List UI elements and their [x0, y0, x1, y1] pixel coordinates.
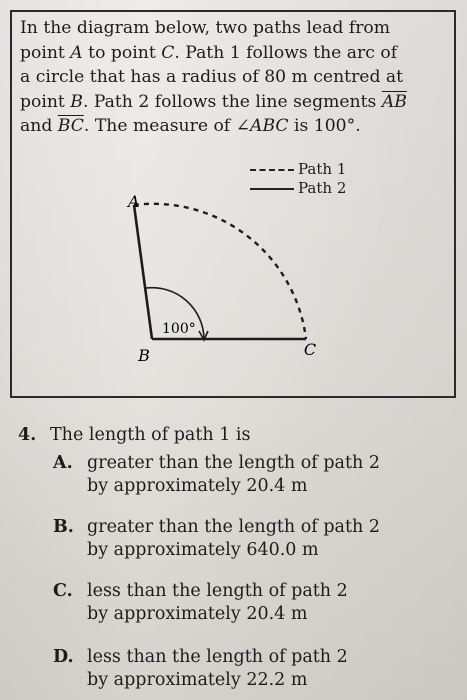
question-number: 4. [18, 425, 37, 445]
segment-bc: BC [57, 116, 84, 136]
arc-path-1 [133, 202, 308, 340]
label-a: A [126, 192, 140, 211]
segment-ba-line [132, 204, 154, 340]
angle-arc [145, 286, 205, 340]
question-stem: The length of path 1 is [50, 425, 251, 445]
diagram-box [10, 10, 456, 398]
option-letter: B. [53, 517, 74, 537]
option-text: greater than the length of path 2 by app… [87, 517, 380, 560]
intro-line-2: point A to point C. Path 1 follows the a… [20, 42, 398, 63]
angle-arrowhead [198, 330, 209, 342]
legend-path-2-label: Path 2 [298, 179, 347, 197]
intro-line-3: a circle that has a radius of 80 m centr… [20, 67, 404, 87]
legend-path-1: Path 1 [250, 160, 346, 179]
legend-path-1-label: Path 1 [298, 160, 347, 178]
solid-line-swatch [250, 187, 294, 190]
option-letter: A. [53, 453, 73, 473]
intro-line-4: point B. Path 2 follows the line segment… [20, 91, 407, 112]
label-c: C [304, 340, 316, 359]
segment-ab: AB [381, 91, 407, 112]
legend: Path 1 Path 2 [250, 160, 346, 198]
option-letter: C. [53, 581, 73, 601]
angle-label: 100° [162, 321, 196, 337]
dashed-line-swatch [250, 168, 294, 171]
path-diagram: A B C 100° [126, 192, 316, 365]
legend-path-2: Path 2 [250, 179, 346, 198]
option-text: less than the length of path 2 by approx… [87, 581, 348, 624]
intro-line-5: and BC. The measure of ∠ABC is 100°. [20, 116, 361, 136]
problem-intro: In the diagram below, two paths lead fro… [20, 16, 450, 139]
option-text: greater than the length of path 2 by app… [87, 453, 380, 496]
option-letter: D. [53, 647, 74, 667]
intro-line-1: In the diagram below, two paths lead fro… [20, 18, 391, 38]
label-b: B [137, 346, 150, 365]
option-text: less than the length of path 2 by approx… [87, 647, 348, 690]
